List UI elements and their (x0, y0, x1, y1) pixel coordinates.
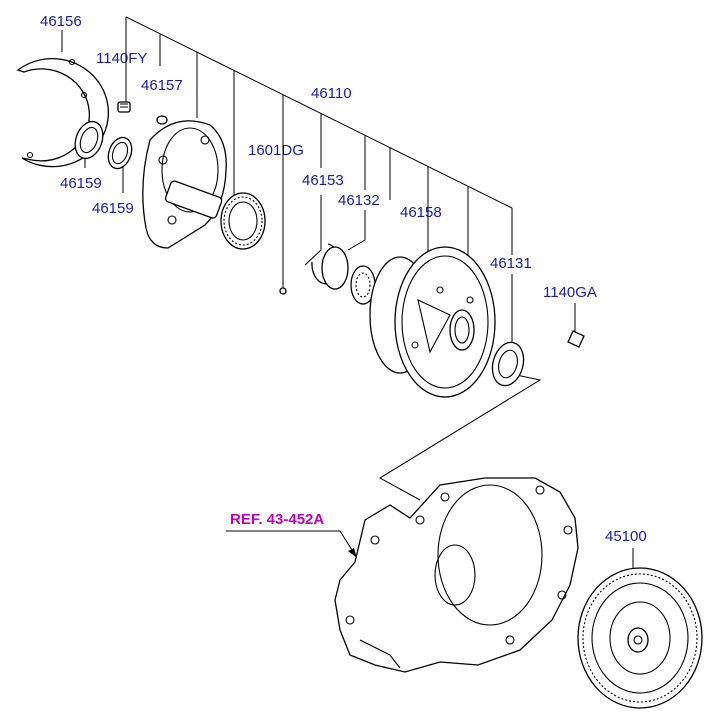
bolt-1140ga (547, 324, 585, 348)
label-46132: 46132 (338, 192, 380, 209)
pump-body (394, 246, 496, 398)
transaxle-housing (334, 477, 579, 673)
label-46156: 46156 (40, 13, 82, 30)
pin-1601dg (279, 287, 287, 295)
label-45100: 45100 (605, 528, 647, 545)
seal-46159-upper (74, 120, 104, 160)
oil-seal (491, 341, 525, 387)
o-ring-46132 (321, 246, 349, 290)
reference-label: REF. 43-452A (230, 511, 324, 528)
label-46159-lower: 46159 (92, 200, 134, 217)
label-1140ga: 1140GA (543, 284, 597, 301)
label-46157: 46157 (141, 77, 183, 94)
leader-lines (61, 16, 634, 568)
label-46110: 46110 (311, 85, 352, 102)
pump-cover (142, 120, 227, 249)
torque-converter-45100 (577, 567, 703, 709)
label-46153: 46153 (302, 172, 344, 189)
label-46131: 46131 (490, 255, 532, 272)
screw-1140fy (117, 101, 131, 113)
label-46158: 46158 (400, 204, 442, 221)
seal-46159-lower (107, 136, 133, 170)
label-46159-upper: 46159 (60, 175, 102, 192)
label-1140fy: 1140FY (96, 50, 147, 67)
label-1601dg: 1601DG (248, 142, 304, 159)
gear-ring (220, 192, 266, 250)
ring-46157 (156, 115, 168, 125)
